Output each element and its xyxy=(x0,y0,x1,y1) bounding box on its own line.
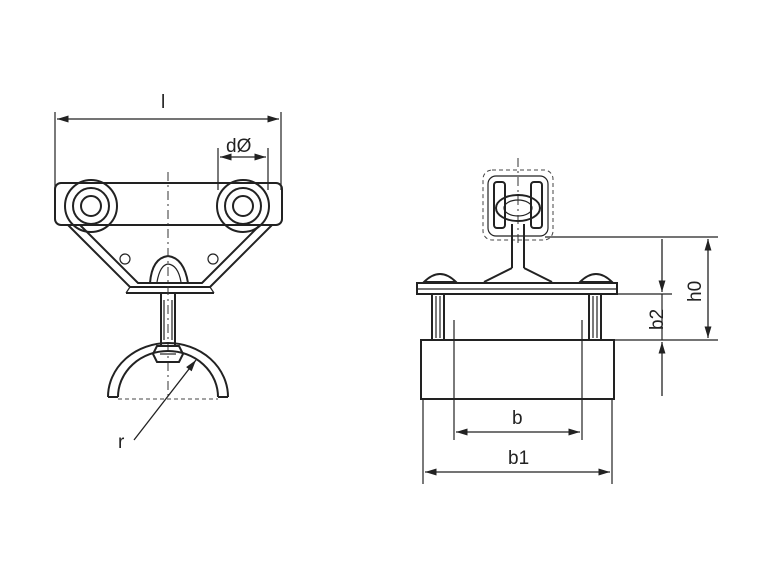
dimension-b1: b1 xyxy=(422,400,613,484)
bolt-assembly xyxy=(151,293,185,363)
side-bolts xyxy=(431,293,602,341)
dimension-b-label: b xyxy=(512,408,523,429)
dimension-h0: h0 xyxy=(685,239,712,338)
dimension-b1-label: b1 xyxy=(508,448,529,469)
dimension-l: l xyxy=(54,92,282,190)
dimension-b2: b2 xyxy=(647,239,668,396)
right-wheel xyxy=(216,179,270,233)
radius-label: r xyxy=(118,432,125,453)
pipe-clamp xyxy=(107,342,229,400)
radius-leader: r xyxy=(118,359,197,453)
dimension-wheel-diameter: dØ xyxy=(217,136,269,190)
wheel-housing xyxy=(482,158,554,245)
front-view: l dØ xyxy=(54,92,283,453)
mount-plate xyxy=(416,273,618,295)
clamp-block xyxy=(420,339,615,400)
trolley-web xyxy=(483,224,553,283)
dimension-b: b xyxy=(453,320,583,440)
dimension-l-label: l xyxy=(161,92,165,113)
side-view: b b1 b2 h0 xyxy=(416,158,718,484)
trolley-body xyxy=(54,182,283,294)
dimension-h0-label: h0 xyxy=(685,281,706,302)
left-wheel xyxy=(64,179,118,233)
dimension-b2-label: b2 xyxy=(647,309,668,330)
dimension-wheel-diameter-label: dØ xyxy=(226,136,252,157)
